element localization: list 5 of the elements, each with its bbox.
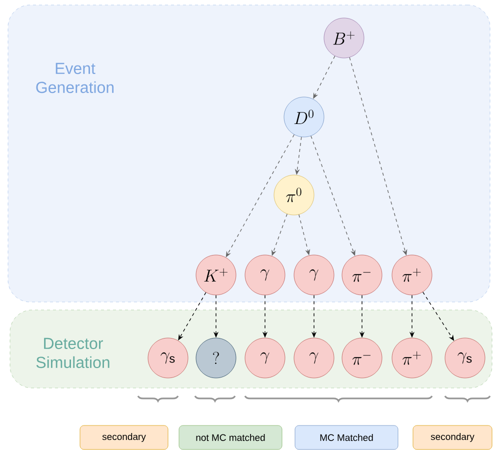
arrow [178,292,206,340]
category-label: secondary [80,425,168,450]
category-label: MC Matched [294,425,398,450]
category-label: not MC matched [178,425,282,450]
category-label: secondary [412,425,492,450]
